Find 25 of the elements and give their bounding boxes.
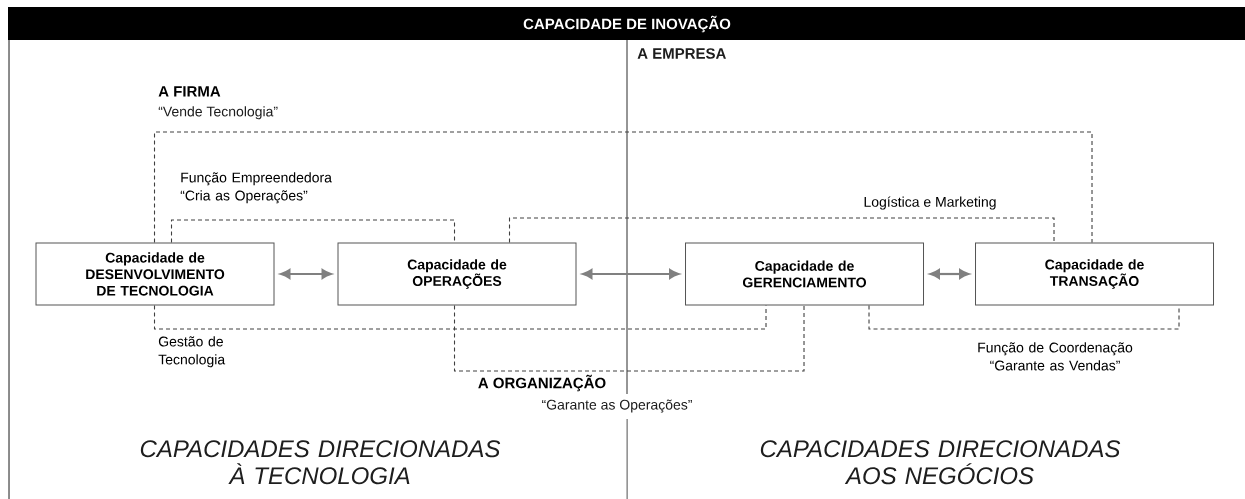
dashed-connector (508, 217, 1055, 244)
dashed-connector (153, 131, 1093, 244)
capability-box: Capacidade de TRANSAÇÃO (975, 242, 1214, 306)
edge-label: A ORGANIZAÇÃO (478, 374, 606, 392)
area-caption: CAPACIDADES DIRECIONADAS AOS NEGÓCIOS (760, 440, 1121, 485)
note-text: “Vende Tecnologia” (158, 106, 278, 120)
dashed-connector (868, 304, 1180, 330)
section-heading: A EMPRESA (637, 48, 726, 59)
title-bar: CAPACIDADE DE INOVAÇÃO (8, 7, 1245, 40)
double-arrow (280, 269, 332, 279)
edge-label: Gestão de Tecnologia (158, 336, 226, 368)
dashed-connector (170, 219, 456, 244)
edge-label: Logística e Marketing (864, 196, 996, 210)
note-text: “Garante as Operações” (538, 396, 696, 416)
edge-label: Função de Coordenação “Garante as Vendas” (978, 342, 1133, 371)
capability-box: Capacidade de GERENCIAMENTO (685, 242, 924, 306)
capability-box: Capacidade de OPERAÇÕES (337, 242, 577, 306)
area-caption: CAPACIDADES DIRECIONADAS À TECNOLOGIA (140, 440, 501, 485)
edge-label: A FIRMA (158, 86, 221, 97)
capability-box: Capacidade de DESENVOLVIMENTO DE TECNOLOGIA (35, 242, 275, 306)
dashed-connector (453, 304, 805, 372)
double-arrow (582, 269, 680, 279)
edge-label: Função Empreendedora “Cria as Operações” (180, 172, 332, 204)
dashed-connector (153, 304, 767, 330)
double-arrow (929, 269, 970, 279)
